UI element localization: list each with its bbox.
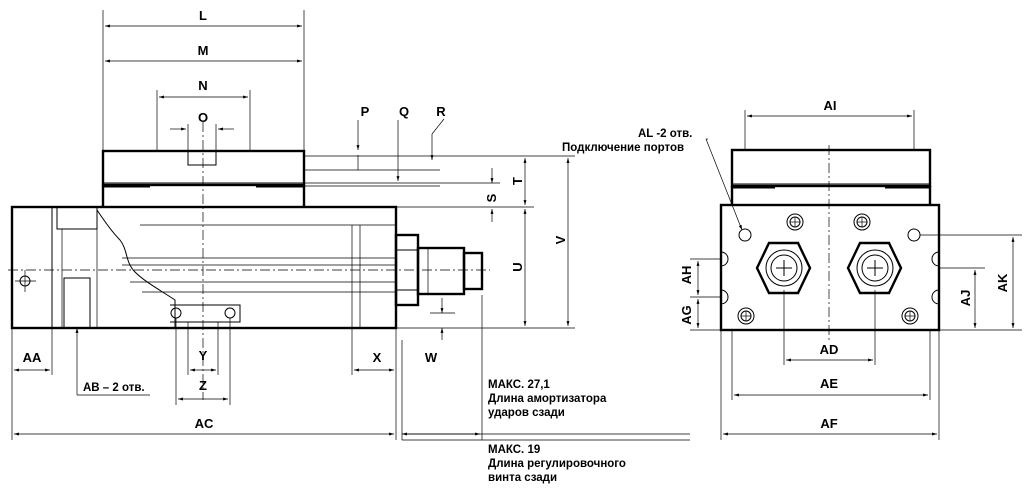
label-Z: Z <box>199 378 207 393</box>
dim-AC: AC <box>14 416 394 436</box>
note-AL: AL -2 отв. Подключение портов <box>562 128 743 231</box>
dim-AE: AE <box>731 330 931 400</box>
label-W: W <box>425 350 438 365</box>
dim-O: O <box>170 110 234 151</box>
dim-L: L <box>102 8 305 151</box>
dim-U: U <box>510 209 527 326</box>
max1-line2: ударов сзади <box>488 407 565 419</box>
label-Y: Y <box>199 348 208 363</box>
note-ab-holes: AB – 2 отв. <box>83 382 145 394</box>
label-AA: AA <box>23 350 42 365</box>
label-AK: AK <box>995 273 1010 292</box>
dim-AH: AH <box>679 258 721 298</box>
dim-AK: AK <box>920 234 1022 328</box>
dim-AA: AA <box>11 328 53 440</box>
dim-V: V <box>534 155 575 326</box>
max2-line1: Длина регулировочного <box>488 458 626 470</box>
dim-R: R <box>430 104 446 160</box>
note-port-connection: Подключение портов <box>562 142 684 154</box>
dim-AF: AF <box>720 330 940 440</box>
dim-T: T <box>510 158 527 205</box>
label-AC: AC <box>195 416 214 431</box>
label-S: S <box>484 193 499 202</box>
label-AH: AH <box>679 266 694 285</box>
end-body <box>719 203 941 332</box>
label-L: L <box>199 8 207 23</box>
dim-N: N <box>156 78 251 151</box>
label-T: T <box>510 177 525 185</box>
note-max-shock: МАКС. 27,1 Длина амортизатора ударов сза… <box>488 379 607 419</box>
label-AE: AE <box>820 376 838 391</box>
label-Q: Q <box>399 104 409 119</box>
label-AJ: AJ <box>958 290 973 307</box>
dim-Y: Y <box>187 322 219 375</box>
dim-Q: Q <box>396 104 409 181</box>
label-U: U <box>510 262 525 271</box>
label-P: P <box>361 104 370 119</box>
dim-W: W <box>425 298 455 365</box>
note-AB: AB – 2 отв. <box>75 328 150 396</box>
t-slot <box>187 151 217 166</box>
max2-line2: винта сзади <box>488 472 557 484</box>
section-break <box>96 209 176 328</box>
dim-M: M <box>105 43 302 63</box>
max2-value: МАКС. 19 <box>488 444 540 456</box>
label-AG: AG <box>679 305 694 325</box>
dim-X: X <box>351 328 397 440</box>
label-R: R <box>436 104 446 119</box>
dim-AI: AI <box>744 98 915 150</box>
end-top-platen <box>730 148 932 188</box>
dim-AD: AD <box>783 290 876 365</box>
port-hex-left <box>755 241 812 295</box>
label-AD: AD <box>820 342 839 357</box>
label-AI: AI <box>824 98 837 113</box>
label-M: M <box>198 43 209 58</box>
dim-S: S <box>484 168 499 222</box>
top-platen <box>101 149 306 187</box>
dim-Z: Z <box>175 318 231 405</box>
label-N: N <box>198 78 207 93</box>
shock-absorber-body <box>416 246 466 296</box>
dim-P: P <box>356 104 370 170</box>
front-view <box>8 122 490 400</box>
label-AF: AF <box>820 416 837 431</box>
max1-line1: Длина амортизатора <box>488 393 607 405</box>
dim-AG: AG <box>679 299 721 331</box>
label-V: V <box>553 235 568 244</box>
label-X: X <box>373 350 382 365</box>
label-O: O <box>198 110 208 125</box>
port-hex-right <box>846 241 903 295</box>
max1-value: МАКС. 27,1 <box>488 379 550 391</box>
dim-AJ: AJ <box>939 267 1022 331</box>
end-view <box>719 145 941 340</box>
note-max-screw: МАКС. 19 Длина регулировочного винта сза… <box>488 444 626 484</box>
note-al-holes: AL -2 отв. <box>638 128 692 140</box>
